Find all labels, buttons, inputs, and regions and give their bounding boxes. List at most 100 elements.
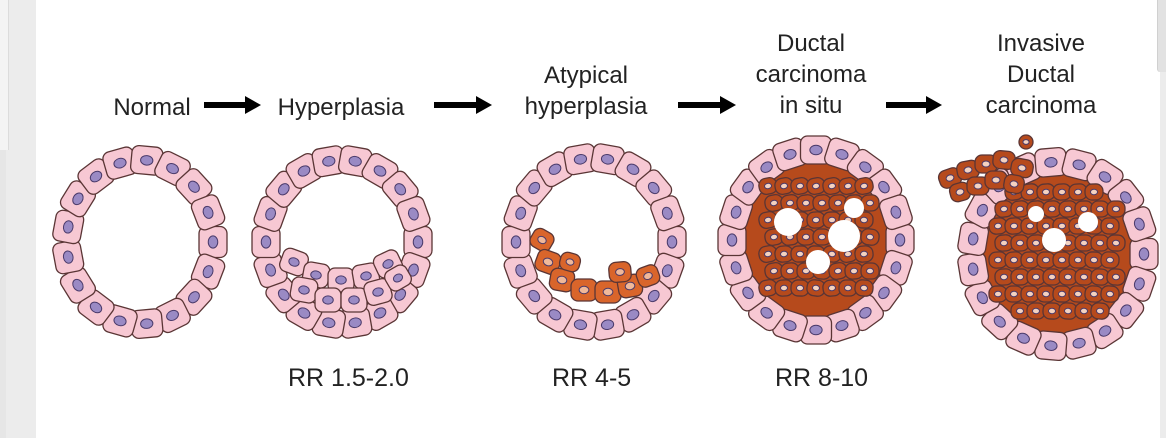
stage-label-dcis: Ductal carcinoma in situ — [736, 28, 886, 121]
epithelial-cell — [1034, 146, 1068, 178]
epithelial-cell — [964, 191, 1001, 229]
epithelial-cell — [190, 194, 226, 231]
proliferating-cell — [1068, 285, 1088, 303]
window-edge — [0, 0, 6, 438]
proliferating-cell — [1004, 251, 1024, 269]
duct-dcis — [717, 135, 915, 345]
lumen-space — [1042, 228, 1066, 252]
proliferating-cell — [1004, 285, 1024, 303]
duct-atypical-hyperplasia — [501, 143, 687, 341]
proliferating-cell — [790, 177, 810, 195]
epithelial-cell — [175, 168, 213, 206]
proliferating-cell — [806, 211, 826, 229]
proliferating-cell — [780, 262, 800, 280]
lumen-space — [1028, 206, 1044, 222]
proliferating-cell — [1068, 251, 1088, 269]
proliferating-cell — [558, 251, 582, 273]
epithelial-cell — [251, 225, 281, 259]
proliferating-cell — [806, 177, 826, 195]
epithelial-cell — [957, 251, 990, 287]
proliferating-cell — [1100, 251, 1120, 269]
proliferating-cell — [1010, 234, 1030, 252]
proliferating-cell — [1058, 200, 1078, 218]
proliferating-cell — [1084, 183, 1104, 201]
epithelial-cell — [396, 195, 431, 232]
proliferating-cell — [1100, 285, 1120, 303]
proliferating-cell — [828, 194, 848, 212]
proliferating-cell — [774, 245, 794, 263]
epithelial-cell — [59, 266, 97, 304]
proliferating-cell — [812, 228, 832, 246]
proliferating-cell — [988, 285, 1008, 303]
label-line: Invasive — [996, 30, 1086, 57]
proliferating-cell — [854, 245, 874, 263]
proliferating-cell — [764, 194, 784, 212]
progression-diagram — [52, 96, 1159, 362]
proliferating-cell — [994, 234, 1014, 252]
label-line: carcinoma — [985, 92, 1097, 119]
figure-panel: Normal Hyperplasia Atypical hyperplasia … — [36, 0, 1160, 438]
relative-risk-hyperplasia: RR 1.5-2.0 — [288, 364, 409, 392]
proliferating-cell — [812, 194, 832, 212]
epithelial-cell — [1107, 291, 1145, 330]
proliferating-cell — [1042, 200, 1062, 218]
proliferating-cell — [529, 227, 555, 253]
proliferating-cell — [534, 248, 562, 276]
proliferating-cell — [984, 170, 1008, 190]
epithelial-cell — [198, 225, 228, 259]
proliferating-cell — [1106, 268, 1126, 286]
epithelial-cell — [77, 289, 115, 326]
label-line: Atypical — [543, 62, 629, 89]
proliferating-cell — [860, 228, 880, 246]
proliferating-cell — [860, 262, 880, 280]
epithelial-cell — [381, 170, 419, 208]
epithelial-cell — [129, 144, 164, 176]
epithelial-cell — [337, 306, 373, 339]
proliferating-cell — [1090, 234, 1110, 252]
proliferating-cell — [1018, 134, 1034, 150]
proliferating-cell — [758, 279, 778, 297]
proliferating-cell — [1084, 285, 1104, 303]
epithelial-cell — [503, 252, 538, 289]
proliferating-cell — [1052, 183, 1072, 201]
proliferating-cell — [340, 287, 368, 313]
epithelial-cell — [1129, 237, 1159, 271]
proliferating-cell — [1074, 234, 1094, 252]
label-line: hyperplasia — [524, 93, 648, 120]
proliferating-cell — [1058, 302, 1078, 320]
stage-label-atypical-hyperplasia: Atypical hyperplasia — [506, 60, 666, 122]
stage-label-hyperplasia: Hyperplasia — [266, 92, 416, 123]
epithelial-cell — [885, 223, 915, 257]
stage-label-invasive: Invasive Ductal carcinoma — [966, 28, 1116, 121]
epithelial-cell — [154, 297, 191, 334]
label-line: Hyperplasia — [277, 94, 405, 121]
duct-invasive — [937, 134, 1159, 362]
proliferating-cell — [1010, 302, 1030, 320]
proliferating-cell — [1020, 285, 1040, 303]
arrow-icon — [204, 96, 261, 114]
proliferating-cell — [1042, 302, 1062, 320]
proliferating-cell — [635, 264, 661, 288]
proliferating-cell — [1036, 251, 1056, 269]
proliferating-cell — [758, 211, 778, 229]
relative-risk-dcis: RR 8-10 — [775, 364, 869, 392]
proliferating-cell — [838, 279, 858, 297]
stage-label-normal: Normal — [102, 92, 202, 123]
proliferating-cell — [608, 261, 632, 283]
proliferating-cell — [594, 280, 622, 304]
proliferating-cell — [1090, 302, 1110, 320]
lumen-space — [774, 208, 802, 236]
proliferating-cell — [988, 217, 1008, 235]
epithelial-cell — [1061, 148, 1097, 182]
duct-hyperplasia — [251, 145, 433, 339]
proliferating-cell — [828, 262, 848, 280]
lumen-space — [844, 198, 864, 218]
scroll-tab — [1157, 0, 1166, 72]
proliferating-cell — [1100, 217, 1120, 235]
proliferating-cell — [1090, 268, 1110, 286]
label-line: carcinoma — [755, 61, 867, 88]
epithelial-cell — [878, 194, 913, 231]
proliferating-cell — [314, 287, 342, 313]
label-line: in situ — [779, 92, 843, 119]
lumen-space — [1078, 212, 1098, 232]
